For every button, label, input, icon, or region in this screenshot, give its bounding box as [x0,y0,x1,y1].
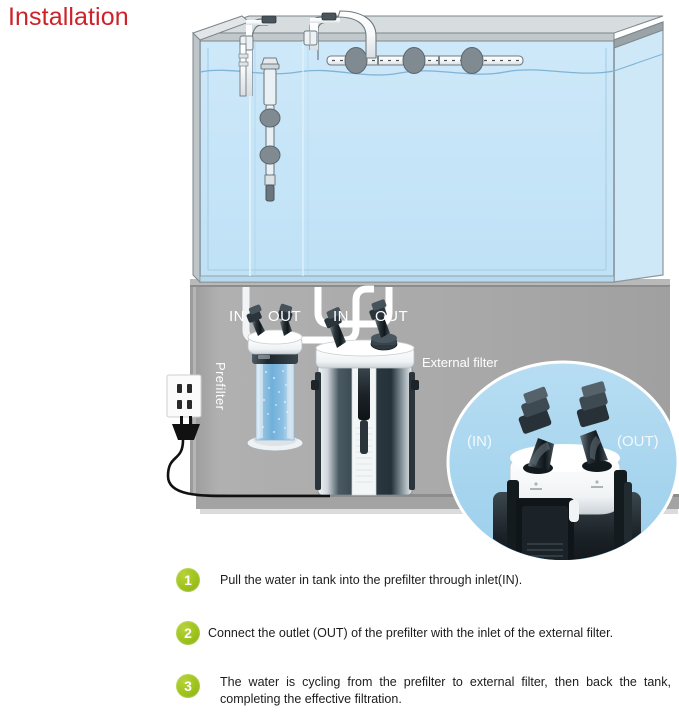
step-badge: 2 [176,621,200,645]
power-plug [166,416,330,498]
prefilter-valves [246,303,293,336]
step-text: Pull the water in tank into the prefilte… [220,573,523,587]
intake-strainer [238,43,281,202]
installation-steps: 1 Pull the water in tank into the prefil… [0,558,679,722]
step-text: Connect the outlet (OUT) of the prefilte… [208,626,614,640]
spray-bar [326,47,524,74]
step-item: 1 Pull the water in tank into the prefil… [176,568,671,592]
step-badge: 1 [176,568,200,592]
page-title: Installation [8,3,129,31]
step-item: 3 The water is cycling from the prefilte… [176,674,671,707]
step-text: The water is cycling from the prefilter … [220,675,671,706]
prefilter-canister [246,303,304,452]
installation-diagram: IN OUT IN OUT External filter Prefilter … [166,10,679,560]
step-item: 2 Connect the outlet (OUT) of the prefil… [176,621,671,645]
external-filter-canister [311,299,419,496]
wall-power-outlet [166,374,202,418]
filter-head-detail-inset [446,360,679,560]
external-filter-valves [324,299,390,348]
step-badge: 3 [176,674,200,698]
